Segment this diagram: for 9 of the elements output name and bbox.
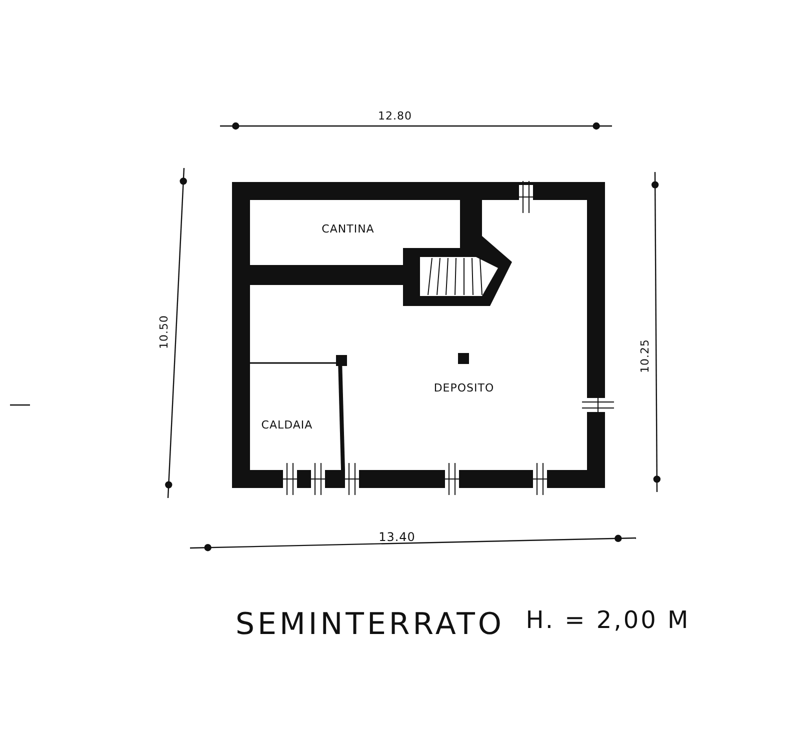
room-label: CANTINA (322, 224, 374, 234)
height-note: H. = 2,00 M (526, 608, 690, 632)
dimension-label: 10.50 (158, 315, 170, 349)
dimension-label: 12.80 (378, 110, 412, 122)
floor-title: SEMINTERRATO (235, 610, 505, 640)
room-label: DEPOSITO (434, 382, 494, 394)
room-label: CALDAIA (261, 420, 313, 430)
dimension-label: 13.40 (378, 531, 416, 543)
dimension-label: 10.25 (640, 339, 650, 373)
